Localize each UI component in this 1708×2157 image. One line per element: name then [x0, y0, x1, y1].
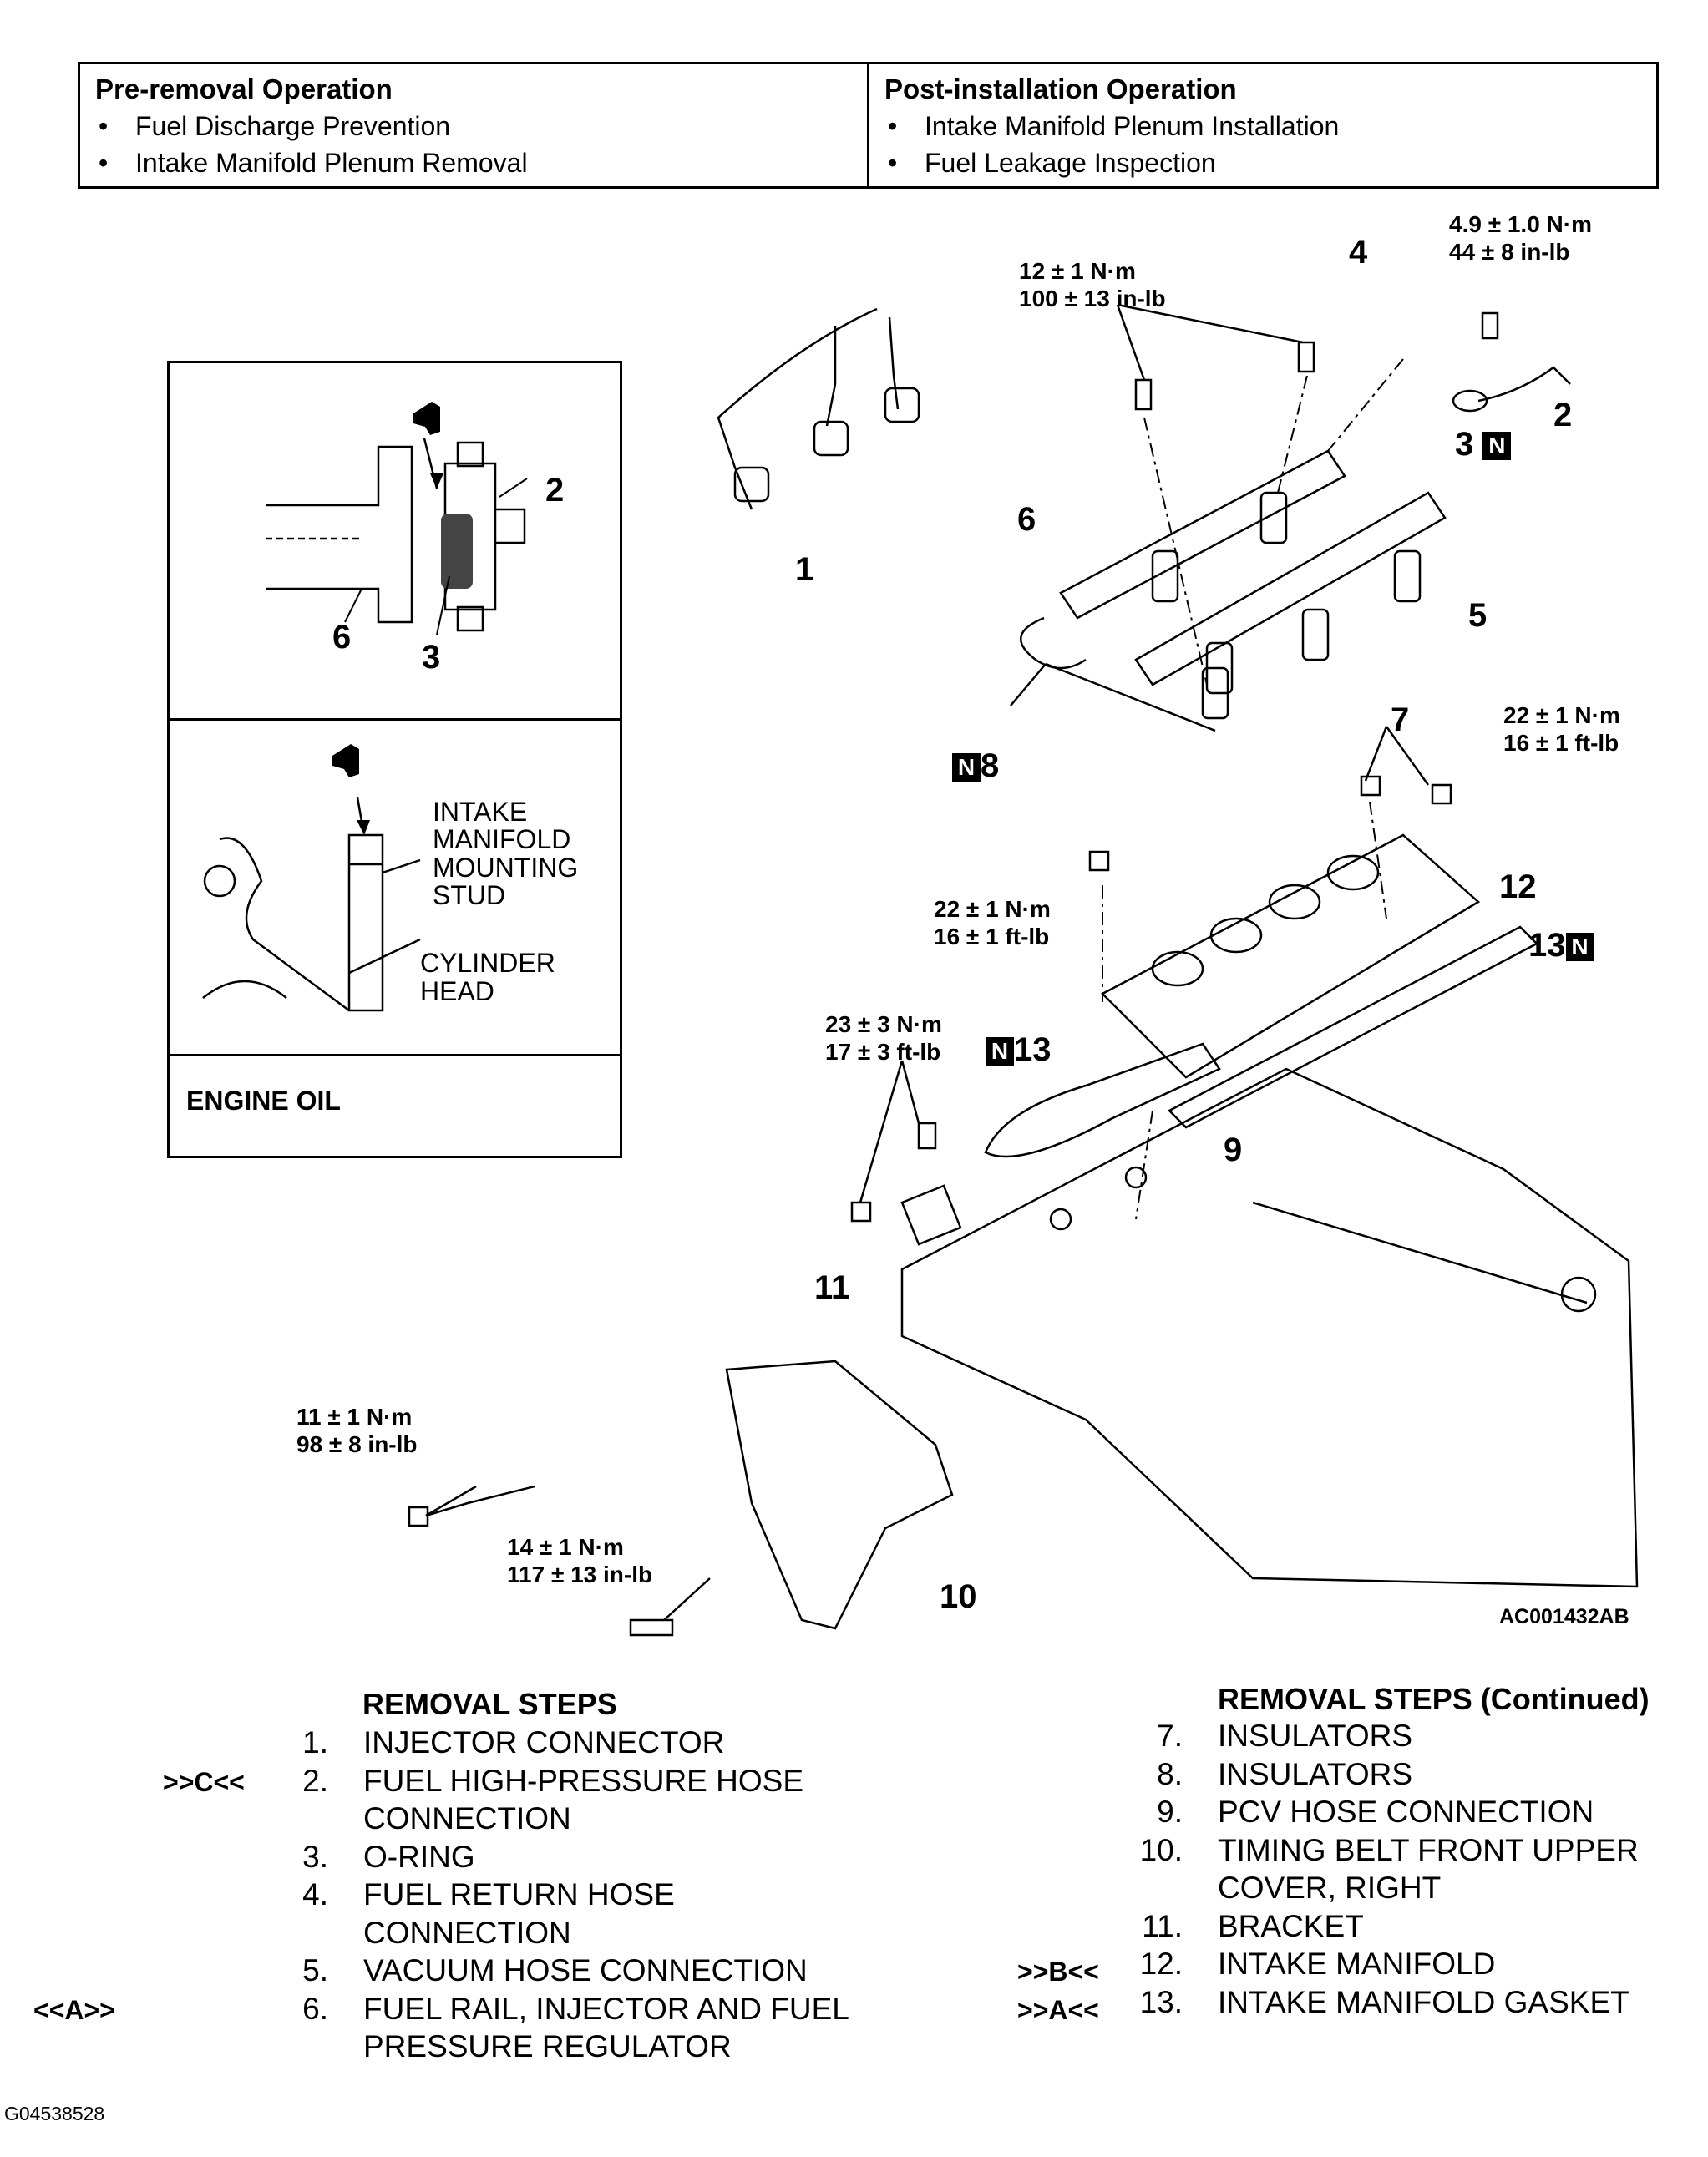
pre-removal-item: •Intake Manifold Plenum Removal — [99, 148, 528, 178]
removal-steps-continued-heading: REMOVAL STEPS (Continued) — [1218, 1682, 1650, 1716]
figure-id: AC001432AB — [1499, 1605, 1629, 1628]
step-reference: >>A<< — [1017, 1995, 1099, 2025]
step-row: 10.TIMING BELT FRONT UPPER — [1139, 1832, 1639, 1867]
page-code: G04538528 — [4, 2103, 105, 2124]
post-installation-column: Post-installation Operation •Intake Mani… — [867, 64, 1656, 186]
step-row: 1.INJECTOR CONNECTOR — [302, 1725, 725, 1760]
post-installation-heading: Post-installation Operation — [884, 73, 1237, 104]
step-row-continuation: PRESSURE REGULATOR — [363, 2029, 732, 2063]
engine-oil-label: ENGINE OIL — [186, 1086, 341, 1116]
callout-6: 6 — [1017, 501, 1036, 538]
step-row-continuation: COVER, RIGHT — [1218, 1871, 1442, 1905]
post-installation-item: •Fuel Leakage Inspection — [888, 148, 1216, 178]
step-row: 5.VACUUM HOSE CONNECTION — [302, 1953, 808, 1987]
step-row: 8.INSULATORS — [1157, 1756, 1413, 1791]
step-row-continuation: CONNECTION — [363, 1801, 571, 1835]
step-row: 12.INTAKE MANIFOLD — [1139, 1947, 1496, 1981]
removal-steps-heading: REMOVAL STEPS — [362, 1687, 617, 1721]
callout-9: 9 — [1224, 1132, 1243, 1168]
stud-label-line: MANIFOLD — [433, 824, 571, 854]
callout-1: 1 — [795, 551, 814, 588]
torque-label: 22 ± 1 N·m 16 ± 1 ft-lb — [934, 896, 1051, 949]
callout-5: 5 — [1468, 597, 1488, 634]
head-label-line: HEAD — [420, 976, 494, 1006]
callout-3: 3 N — [1455, 426, 1512, 463]
removal-steps-continued-list: 7.INSULATORS 8.INSULATORS 9.PCV HOSE CON… — [1118, 1717, 1639, 2021]
step-row: 4.FUEL RETURN HOSE — [302, 1877, 675, 1911]
step-row: 13.INTAKE MANIFOLD GASKET — [1139, 1984, 1629, 2019]
stud-label-line: STUD — [433, 880, 506, 910]
step-row-continuation: CONNECTION — [363, 1915, 571, 1950]
head-label-line: CYLINDER — [420, 948, 555, 978]
step-row: 6.FUEL RAIL, INJECTOR AND FUEL — [302, 1991, 849, 2026]
step-reference: >>C<< — [163, 1767, 245, 1797]
callout-11: 11 — [814, 1269, 850, 1306]
torque-label: 14 ± 1 N·m 117 ± 13 in-lb — [507, 1534, 653, 1587]
torque-label: 22 ± 1 N·m 16 ± 1 ft-lb — [1503, 702, 1620, 756]
pre-removal-column: Pre-removal Operation •Fuel Discharge Pr… — [80, 64, 867, 186]
callout-7: 7 — [1391, 701, 1410, 738]
step-row: 11.BRACKET — [1142, 1908, 1364, 1943]
inset-drawing — [170, 402, 620, 1048]
inset-callout-3: 3 — [422, 639, 441, 676]
inset-detail-box: 2 6 3 INTAKE MANIFOLD MOUNTING STUD CYLI… — [167, 361, 622, 1158]
inset-callout-6: 6 — [332, 619, 352, 656]
step-reference: >>B<< — [1017, 1957, 1099, 1987]
step-row: 2.FUEL HIGH-PRESSURE HOSE — [302, 1763, 803, 1798]
step-row: 9.PCV HOSE CONNECTION — [1157, 1795, 1594, 1829]
callout-2: 2 — [1553, 397, 1573, 433]
pre-removal-item: •Fuel Discharge Prevention — [99, 111, 451, 141]
post-installation-item: •Intake Manifold Plenum Installation — [888, 111, 1340, 141]
callout-4: 4 — [1349, 234, 1368, 271]
new-part-mark: N — [986, 1037, 1014, 1066]
torque-label: 12 ± 1 N·m 100 ± 13 in-lb — [1019, 258, 1166, 311]
new-part-mark: N — [952, 753, 981, 782]
inset-callout-2: 2 — [545, 472, 565, 509]
new-part-mark: N — [1565, 933, 1594, 962]
pre-removal-heading: Pre-removal Operation — [95, 73, 393, 104]
inset-divider — [170, 1054, 620, 1056]
step-reference: <<A>> — [33, 1995, 115, 2025]
torque-label: 4.9 ± 1.0 N·m 44 ± 8 in-lb — [1449, 211, 1592, 265]
operation-table: Pre-removal Operation •Fuel Discharge Pr… — [78, 62, 1659, 189]
callout-12: 12 — [1499, 868, 1537, 905]
torque-label: 11 ± 1 N·m 98 ± 8 in-lb — [296, 1404, 418, 1457]
inset-divider — [170, 718, 620, 721]
callout-10: 10 — [940, 1578, 977, 1615]
step-row: 3.O-RING — [302, 1839, 475, 1874]
new-part-mark: N — [1482, 432, 1512, 461]
stud-label-line: MOUNTING — [433, 853, 579, 883]
removal-steps-list: 1.INJECTOR CONNECTOR 2.FUEL HIGH-PRESSUR… — [263, 1724, 849, 2066]
step-row: 7.INSULATORS — [1157, 1719, 1413, 1753]
torque-label: 23 ± 3 N·m 17 ± 3 ft-lb — [825, 1011, 942, 1065]
stud-label-line: INTAKE — [433, 797, 528, 827]
